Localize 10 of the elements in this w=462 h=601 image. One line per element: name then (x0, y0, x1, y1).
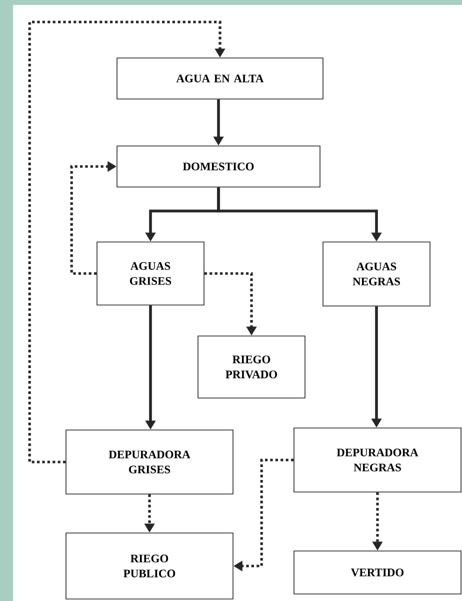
process-box: AGUAS GRISES (96, 242, 204, 306)
process-box: AGUA EN ALTA (116, 58, 324, 100)
process-box: DOMESTICO (116, 146, 320, 188)
process-box: DEPURADORA NEGRAS (294, 428, 462, 492)
process-box: DEPURADORA GRISES (66, 430, 234, 494)
arrow (28, 20, 226, 464)
process-box: AGUAS NEGRAS (322, 242, 430, 306)
process-box: RIEGO PRIVADO (198, 336, 306, 398)
process-box: RIEGO PUBLICO (66, 532, 234, 600)
process-box: VERTIDO (294, 550, 462, 594)
